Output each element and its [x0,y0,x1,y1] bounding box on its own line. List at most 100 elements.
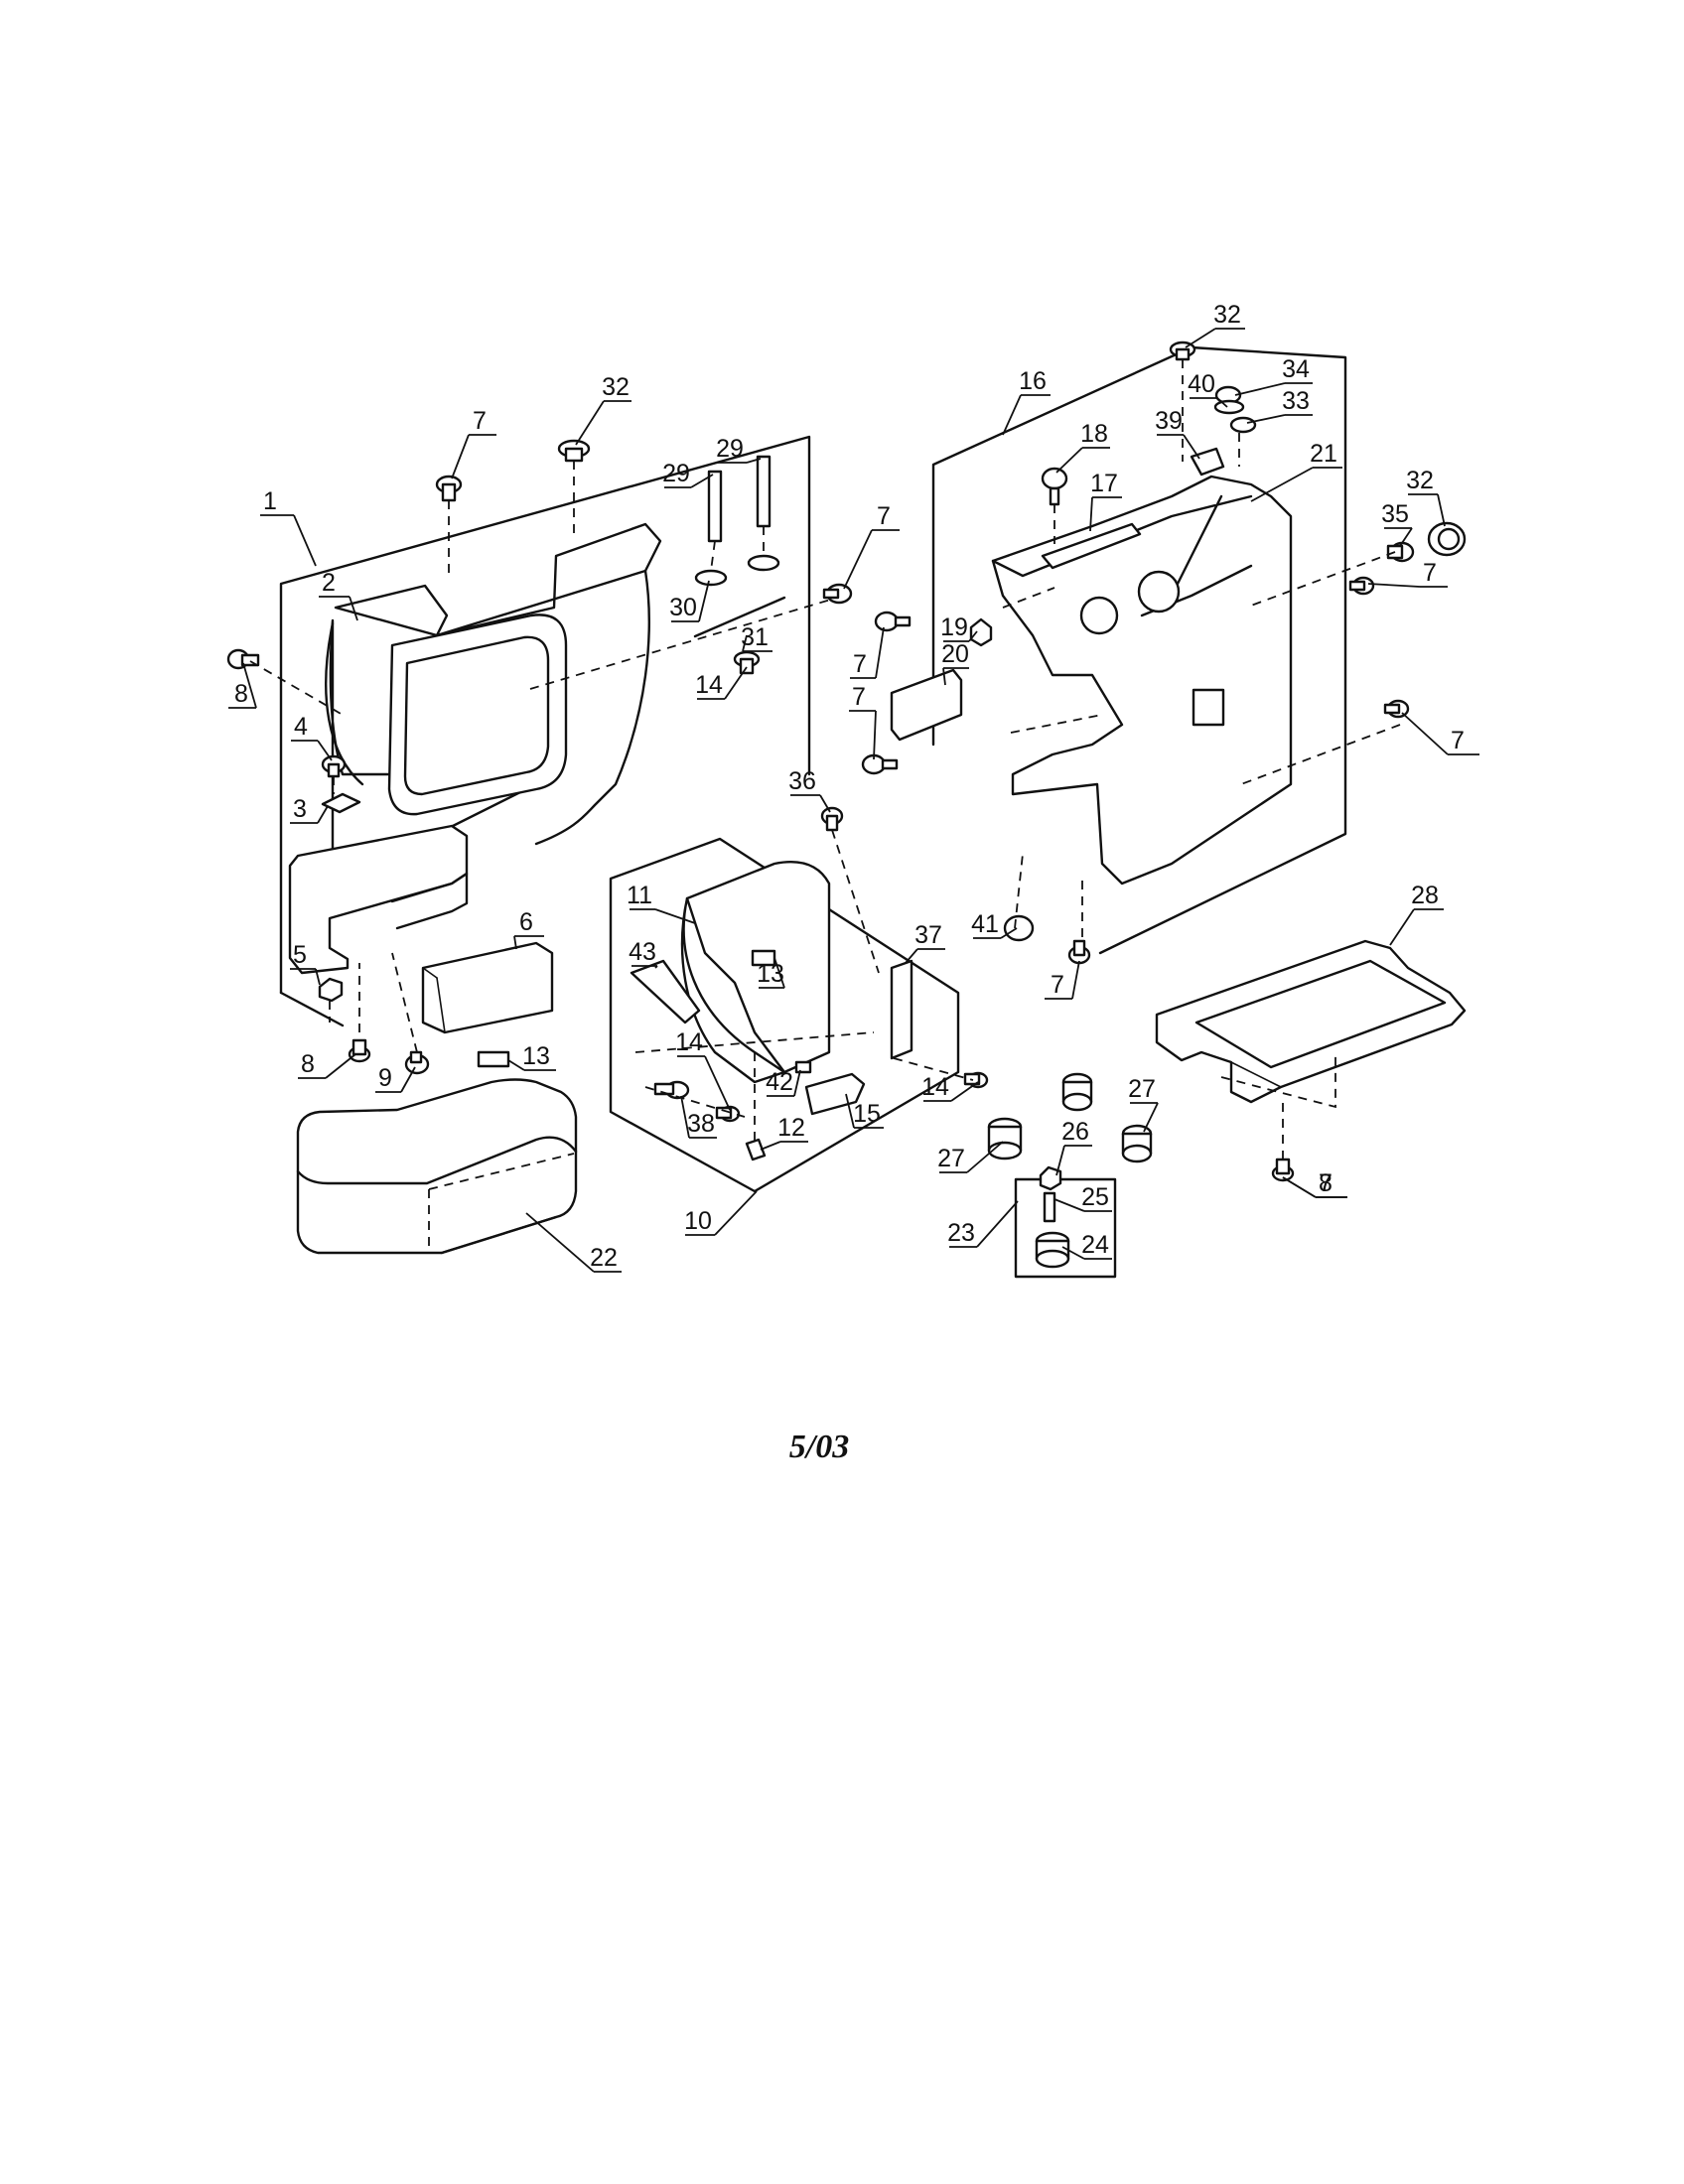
callout-leader-line [1282,1176,1317,1198]
callout-leader-line [317,805,329,824]
callout-leader-line [1389,908,1415,946]
callout-c4: 4 [291,713,333,761]
callout-number: 8 [301,1050,315,1078]
callout-number: 28 [1411,882,1439,909]
callout-c27a: 27 [1128,1075,1159,1133]
callout-c13a: 13 [507,1042,556,1071]
accessory-cover-edge [422,967,438,979]
label-13-left [477,1050,510,1068]
callout-number: 4 [294,713,308,741]
callout-c32a: 32 [575,373,632,446]
screw-14-left [715,1105,741,1123]
front-panel-group [822,341,1467,965]
callout-number: 12 [777,1114,805,1142]
callout-leader-line [1143,1102,1159,1133]
front-panel-part [991,475,1293,886]
callout-c14b: 14 [921,1073,979,1102]
callout-number: 7 [1051,971,1064,999]
callout-number: 14 [675,1028,703,1056]
callout-leader-line [773,957,785,989]
callout-leader-line [690,474,714,488]
callout-leader-line [525,1212,595,1273]
callout-c42: 42 [766,1068,801,1097]
callout-leader-line [942,667,946,686]
callout-leader-line [704,1055,731,1111]
callout-number: 39 [1155,407,1183,435]
rear-cover-part [334,522,662,637]
callout-c36: 36 [788,767,831,813]
callout-number: 2 [322,569,336,597]
callout-c43: 43 [629,938,658,969]
group-10-bracket [609,837,960,1193]
carrying-case-group [296,1078,578,1255]
callout-c11: 11 [627,882,696,924]
callout-leader-line [1089,496,1093,532]
group-1-bracket-foot [279,991,345,1027]
rear-cover-inner-rim [403,635,550,796]
callout-leader-line [905,948,918,964]
callout-c33: 33 [1246,387,1313,424]
callout-c16: 16 [1002,367,1051,436]
callout-number: 7 [1423,559,1437,587]
callout-c14a: 14 [675,1028,731,1111]
callout-leader-line [875,626,885,679]
callout-leader-line [349,596,358,621]
callout-c7a: 7 [451,407,496,479]
screw-14-top [733,650,761,675]
base-plate-part [1155,939,1467,1104]
callout-number: 32 [1406,467,1434,494]
assembly-line-spool [710,526,765,572]
nut-5 [318,977,344,1003]
callout-c8a: 8 [228,662,257,709]
callout-c32c: 32 [1406,467,1446,527]
callout-c34: 34 [1234,355,1313,396]
callout-number: 40 [1188,370,1215,398]
rear-cover-wire [325,569,650,846]
callout-leader-line [1399,527,1413,547]
callout-c35: 35 [1381,500,1413,547]
callout-c41: 41 [971,910,1018,939]
callout-number: 1 [263,487,277,515]
base-plate-edge [1230,1061,1282,1088]
callout-c21: 21 [1250,440,1342,502]
callout-layer: 1234567777777788891011121313141414151617… [228,301,1479,1273]
screw-4 [321,754,347,778]
callout-leader-line [1053,1198,1085,1212]
foot-set-group [987,1072,1153,1279]
callout-number: 38 [687,1110,715,1138]
callout-leader-line [742,634,748,652]
callout-leader-line [1216,397,1228,408]
callout-number: 15 [853,1100,881,1128]
front-panel-window [1192,688,1225,727]
screw-36 [820,806,844,832]
callout-c7f: 7 [1401,712,1479,755]
callout-c20: 20 [941,640,969,686]
callout-leader-line [1246,414,1286,424]
screw-7-bottom [1067,939,1091,965]
callout-c17: 17 [1089,470,1122,532]
rod-31 [693,596,786,638]
screw-8-bottom-left [348,1038,371,1063]
callout-leader-line [873,710,877,760]
callout-c37: 37 [905,921,945,964]
callout-c7d: 7 [849,683,877,760]
callout-number: 36 [788,767,816,795]
callout-leader-line [680,1095,690,1139]
callout-number: 14 [695,671,723,699]
nut-26 [1039,1165,1062,1191]
callout-leader-line [1234,382,1286,396]
callout-leader-line [1367,583,1421,588]
callout-number: 35 [1381,500,1409,528]
callout-leader-line [1183,434,1200,460]
rear-cover-base [288,824,469,975]
callout-c26: 26 [1055,1118,1092,1176]
thread-guide-18 [1041,467,1068,506]
callout-number: 43 [629,938,656,966]
callout-number: 8 [234,680,248,708]
callout-c25: 25 [1053,1183,1112,1212]
callout-c7g: 7 [1045,960,1080,1000]
callout-c15: 15 [845,1093,884,1129]
callout-number: 26 [1061,1118,1089,1146]
base-plate-group [1155,939,1467,1182]
